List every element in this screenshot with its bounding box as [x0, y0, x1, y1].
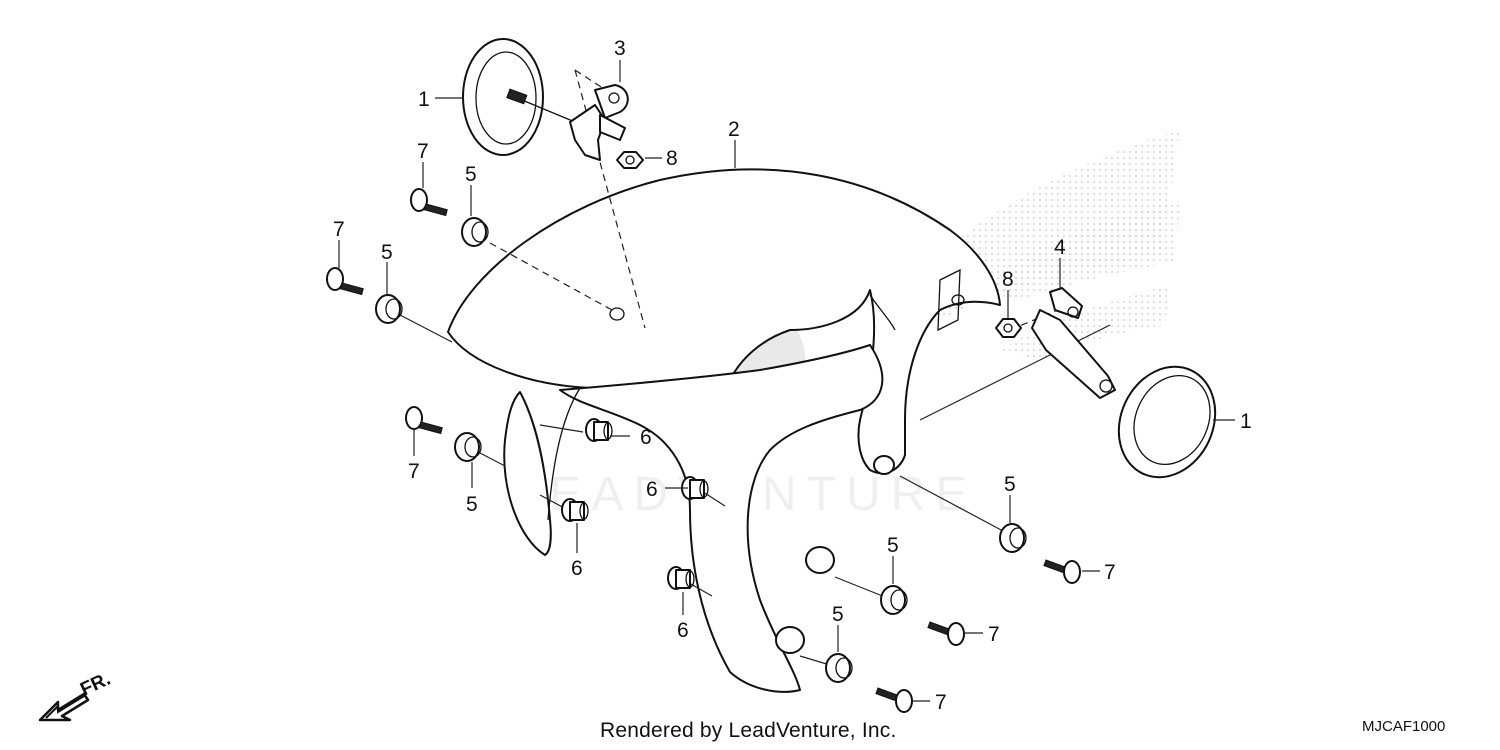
callout-grommet-c: 5 [466, 493, 478, 516]
callout-grommet-d: 5 [1004, 473, 1016, 496]
reflector-right [1117, 365, 1217, 479]
front-fender [447, 168, 1001, 693]
callout-grommet-a: 5 [465, 163, 477, 186]
callout-stay-right: 4 [1054, 236, 1066, 259]
screw-e [927, 621, 965, 646]
callout-collar-c: 6 [646, 478, 658, 501]
callout-grommet-e: 5 [887, 534, 899, 557]
nut-right [995, 318, 1022, 338]
grommet-b [375, 294, 403, 324]
collar-b [561, 498, 589, 522]
diagram-code: MJCAF1000 [1362, 718, 1446, 735]
callout-grommet-b: 5 [381, 241, 393, 264]
callout-collar-b: 6 [571, 557, 583, 580]
callout-screw-c: 7 [408, 460, 420, 483]
stay-left [569, 84, 629, 161]
callout-grommet-f: 5 [832, 603, 844, 626]
screw-d [1043, 559, 1081, 584]
callout-screw-b: 7 [333, 218, 345, 241]
callout-nut-left: 8 [666, 147, 678, 170]
front-direction-arrow-icon: FR. [38, 669, 114, 722]
screw-b [326, 267, 364, 296]
callout-collar-d: 6 [677, 619, 689, 642]
credit-text: Rendered by LeadVenture, Inc. [600, 719, 897, 742]
callout-collar-a: 6 [640, 426, 652, 449]
callout-reflector-left: 1 [418, 88, 430, 111]
callout-screw-d: 7 [1104, 561, 1116, 584]
reflector-left [462, 38, 576, 156]
callout-screw-a: 7 [417, 140, 429, 163]
collar-a [585, 418, 613, 442]
callout-ticks [338, 60, 1235, 702]
callout-front-fender: 2 [728, 118, 740, 141]
callout-nut-right: 8 [1002, 268, 1014, 291]
stay-right [1031, 287, 1116, 399]
callout-stay-left: 3 [614, 37, 626, 60]
collar-d [667, 566, 695, 590]
grommet-a [461, 217, 489, 247]
grommet-d [999, 523, 1027, 553]
callout-screw-f: 7 [935, 691, 947, 714]
screw-c [405, 406, 443, 435]
grommet-f [825, 653, 853, 683]
nut-left [616, 151, 644, 169]
grommet-c [454, 432, 482, 462]
callout-reflector-right: 1 [1240, 410, 1252, 433]
screw-a [410, 188, 448, 217]
grommet-e [880, 585, 908, 615]
callout-screw-e: 7 [988, 623, 1000, 646]
collar-c [681, 476, 709, 500]
screw-f [875, 687, 913, 713]
